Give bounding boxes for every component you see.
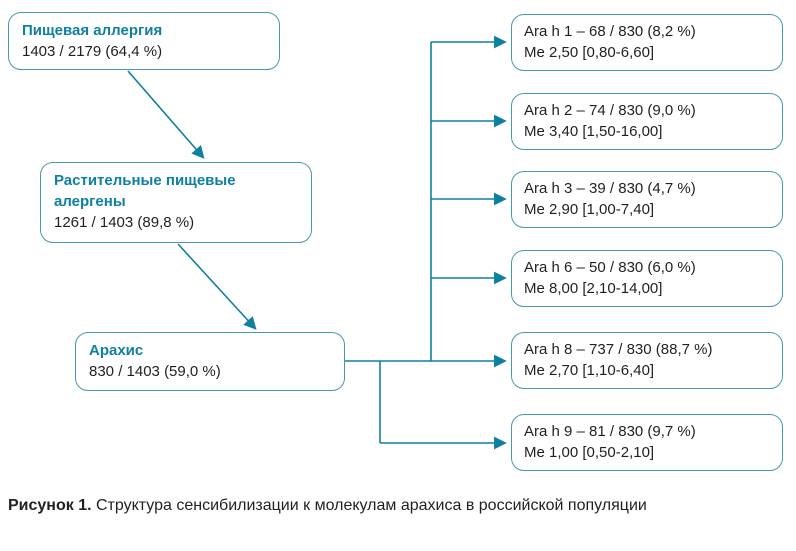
leaf-arah8: Ara h 8 – 737 / 830 (88,7 %) Me 2,70 [1,…	[511, 332, 783, 389]
node-peanut: Арахис 830 / 1403 (59,0 %)	[75, 332, 345, 391]
figure-caption: Рисунок 1. Структура сенсибилизации к мо…	[8, 494, 648, 518]
leaf-arah6-line1: Ara h 6 – 50 / 830 (6,0 %)	[524, 259, 696, 276]
node-plant-allergens-title: Растительные пищевые алергены	[54, 172, 236, 210]
leaf-arah3-line1: Ara h 3 – 39 / 830 (4,7 %)	[524, 180, 696, 197]
leaf-arah6: Ara h 6 – 50 / 830 (6,0 %) Me 8,00 [2,10…	[511, 250, 783, 307]
leaf-arah1: Ara h 1 – 68 / 830 (8,2 %) Me 2,50 [0,80…	[511, 14, 783, 71]
leaf-arah8-line1: Ara h 8 – 737 / 830 (88,7 %)	[524, 341, 713, 358]
leaf-arah8-line2: Me 2,70 [1,10-6,40]	[524, 362, 655, 379]
leaf-arah3: Ara h 3 – 39 / 830 (4,7 %) Me 2,90 [1,00…	[511, 171, 783, 228]
leaf-arah1-line2: Me 2,50 [0,80-6,60]	[524, 44, 655, 61]
leaf-arah9: Ara h 9 – 81 / 830 (9,7 %) Me 1,00 [0,50…	[511, 414, 783, 471]
arrow-food-to-plant	[127, 70, 205, 159]
leaf-arah2-line2: Me 3,40 [1,50-16,00]	[524, 123, 663, 140]
node-food-allergy-title: Пищевая аллергия	[22, 22, 163, 39]
node-plant-allergens: Растительные пищевые алергены 1261 / 140…	[40, 162, 312, 243]
caption-label: Рисунок 1.	[8, 497, 92, 514]
leaf-arah3-line2: Me 2,90 [1,00-7,40]	[524, 201, 655, 218]
node-peanut-title: Арахис	[89, 342, 144, 359]
leaf-arah9-line1: Ara h 9 – 81 / 830 (9,7 %)	[524, 423, 696, 440]
node-food-allergy-value: 1403 / 2179 (64,4 %)	[22, 43, 163, 60]
caption-text: Структура сенсибилизации к молекулам ара…	[96, 497, 647, 514]
leaf-arah2-line1: Ara h 2 – 74 / 830 (9,0 %)	[524, 102, 696, 119]
leaf-arah1-line1: Ara h 1 – 68 / 830 (8,2 %)	[524, 23, 696, 40]
leaf-arah2: Ara h 2 – 74 / 830 (9,0 %) Me 3,40 [1,50…	[511, 93, 783, 150]
node-food-allergy: Пищевая аллергия 1403 / 2179 (64,4 %)	[8, 12, 280, 70]
leaf-arah9-line2: Me 1,00 [0,50-2,10]	[524, 444, 655, 461]
node-peanut-value: 830 / 1403 (59,0 %)	[89, 363, 221, 380]
node-plant-allergens-value: 1261 / 1403 (89,8 %)	[54, 214, 195, 231]
arrow-plant-to-peanut	[177, 243, 257, 330]
leaf-arah6-line2: Me 8,00 [2,10-14,00]	[524, 280, 663, 297]
